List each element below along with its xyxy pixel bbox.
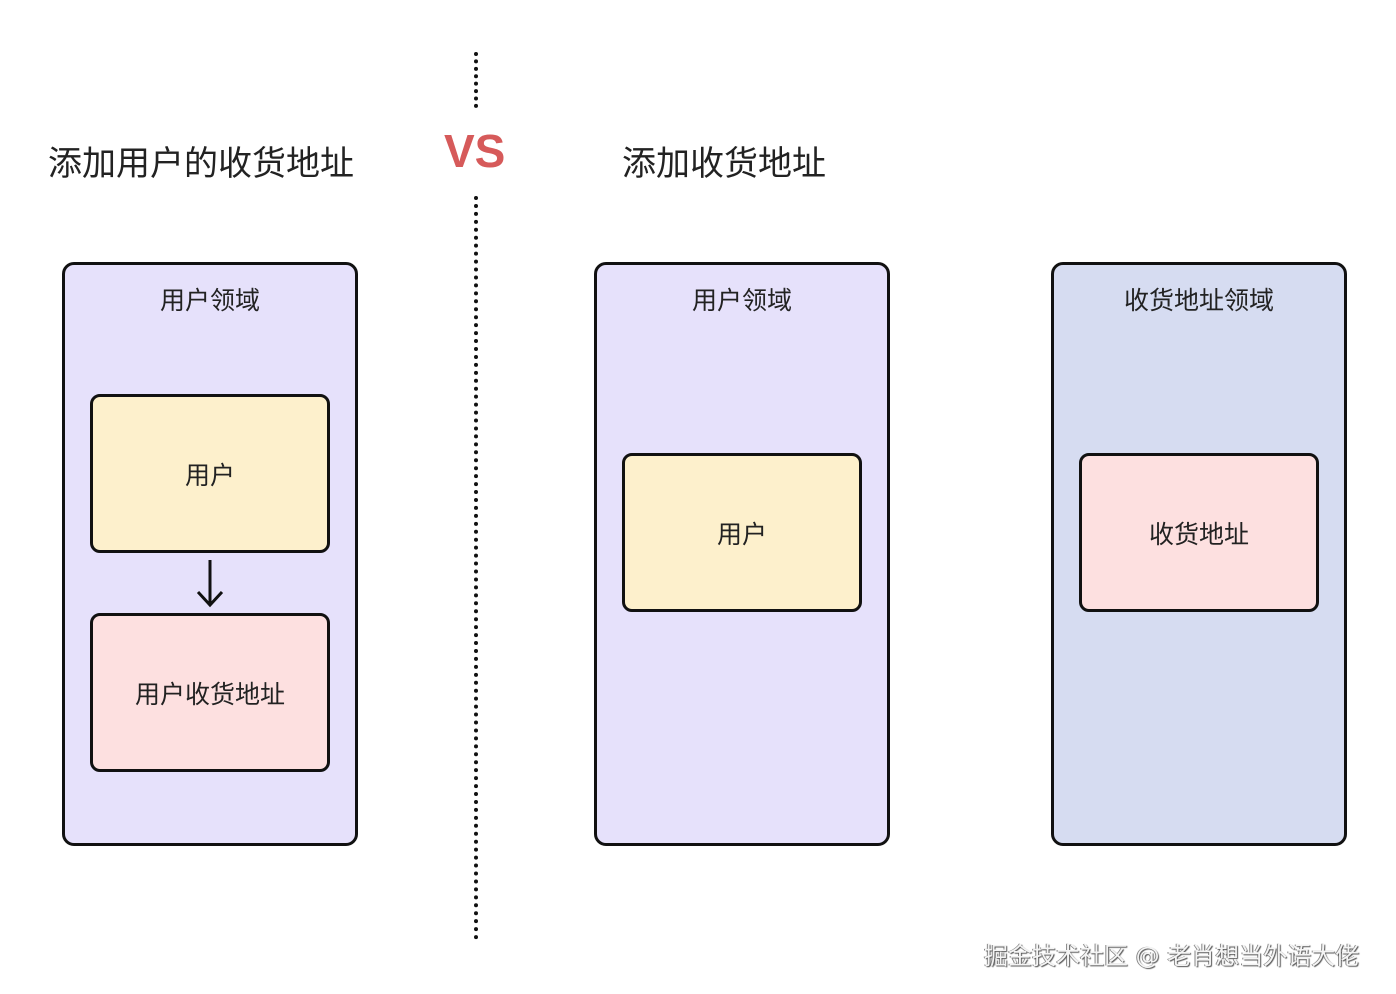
domain-label: 收货地址领域 bbox=[1123, 286, 1274, 315]
domain-label: 用户领域 bbox=[159, 286, 260, 315]
divider-bottom bbox=[474, 196, 478, 940]
right-address-entity: 收货地址 bbox=[1079, 453, 1319, 612]
left-title: 添加用户的收货地址 bbox=[48, 144, 354, 184]
domain-label: 用户领域 bbox=[691, 286, 792, 315]
right-title: 添加收货地址 bbox=[622, 144, 826, 184]
vs-label: VS bbox=[444, 125, 506, 177]
arrow-down-icon bbox=[196, 560, 224, 608]
right-user-entity: 用户 bbox=[622, 453, 862, 612]
watermark: 掘金技术社区 @ 老肖想当外语大佬 bbox=[984, 942, 1360, 970]
left-address-entity: 用户收货地址 bbox=[90, 613, 330, 772]
left-user-entity: 用户 bbox=[90, 394, 330, 553]
divider-top bbox=[474, 52, 478, 108]
